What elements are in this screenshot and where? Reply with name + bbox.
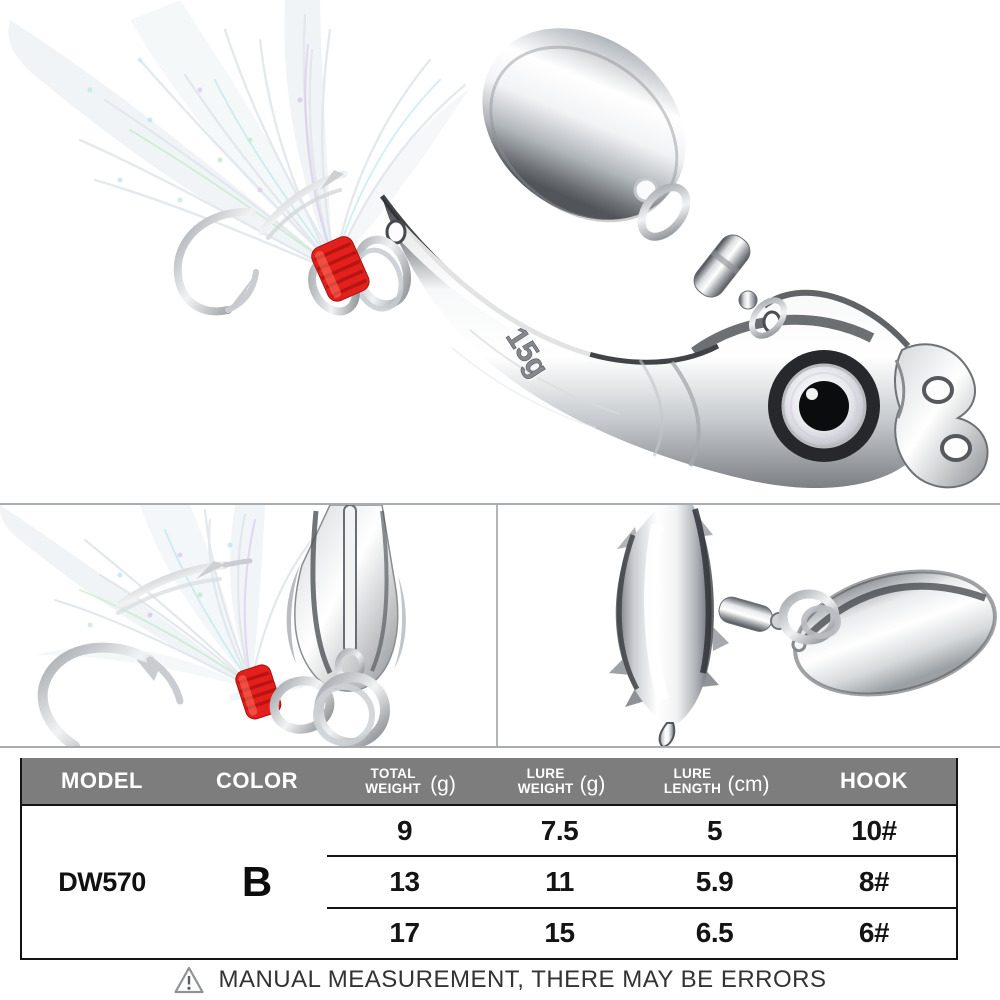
hook-size-value: 8#	[858, 865, 890, 897]
measurement-disclaimer: MANUAL MEASUREMENT, THERE MAY BE ERRORS	[0, 960, 1000, 1000]
lure-eye	[768, 350, 880, 462]
spec-table-body: DW570 B 9 7.5 5 10# 13 11 5.9 8# 17 15	[22, 806, 956, 958]
table-row: 13 11 5.9 8#	[327, 855, 956, 906]
header-total-weight: TOTAL WEIGHT (g)	[332, 758, 482, 804]
tail-hole	[385, 219, 407, 245]
header-lure-weight-label: LURE WEIGHT	[517, 765, 574, 796]
hook-size-value: 10#	[851, 814, 897, 846]
section-divider-bottom	[0, 746, 1000, 748]
section-divider-top	[0, 503, 1000, 505]
lure-length-value: 5	[706, 814, 723, 846]
model-value: DW570	[58, 866, 146, 897]
treble-hook-detail	[37, 558, 253, 746]
warning-text: MANUAL MEASUREMENT, THERE MAY BE ERRORS	[218, 966, 827, 993]
table-row: 17 15 6.5 6#	[327, 906, 956, 958]
barrel-swivel-detail	[718, 589, 841, 645]
header-model: MODEL	[61, 768, 143, 793]
feather-tail	[8, 0, 470, 271]
lure-head-detail	[609, 505, 729, 746]
lure-weight-value: 15	[544, 917, 575, 949]
tail-fin-detail	[286, 505, 406, 692]
header-total-weight-unit: (g)	[430, 773, 456, 796]
detail-photo-blade	[609, 505, 997, 746]
tail-fin	[894, 343, 989, 489]
header-lure-weight: LURE WEIGHT (g)	[482, 758, 637, 804]
feather-sparkles	[87, 57, 303, 203]
hook-eye-ring-detail	[269, 676, 335, 734]
header-lure-weight-unit: (g)	[579, 773, 606, 796]
spec-table-header: MODEL COLOR TOTAL WEIGHT (g) LURE WEIGHT…	[22, 758, 956, 806]
lure-length-value: 6.5	[695, 917, 734, 949]
lure-weight-value: 11	[545, 865, 574, 897]
spec-table: MODEL COLOR TOTAL WEIGHT (g) LURE WEIGHT…	[20, 758, 958, 960]
detail-photo-hook	[0, 505, 406, 746]
barrel-swivel	[637, 183, 788, 339]
header-color: COLOR	[216, 768, 298, 793]
header-total-weight-label: TOTAL WEIGHT	[365, 765, 422, 796]
photo-divider-vertical	[496, 505, 498, 746]
header-lure-length: LURE LENGTH (cm)	[637, 758, 792, 804]
header-lure-length-unit: (cm)	[727, 773, 770, 796]
line-tie-hole-1	[922, 376, 954, 404]
head-tip	[658, 722, 676, 746]
line-tie-hole-2	[940, 434, 972, 462]
hook-size-value: 6#	[858, 917, 890, 949]
total-weight-value: 9	[396, 814, 413, 846]
warning-triangle-icon	[174, 966, 205, 994]
table-row: 9 7.5 5 10#	[327, 806, 956, 855]
color-value: B	[241, 858, 273, 905]
total-weight-value: 17	[389, 917, 420, 949]
main-product-photo: 15g 15g	[8, 0, 989, 489]
header-hook: HOOK	[840, 768, 908, 793]
header-lure-length-label: LURE LENGTH	[663, 765, 722, 796]
spinner-blade-detail	[791, 569, 997, 697]
lure-length-value: 5.9	[695, 865, 734, 897]
split-ring-detail	[313, 672, 390, 746]
treble-hook	[173, 170, 348, 316]
red-thread-wrap	[311, 236, 370, 302]
lure-weight-value: 7.5	[540, 814, 579, 846]
total-weight-value: 13	[389, 865, 420, 897]
